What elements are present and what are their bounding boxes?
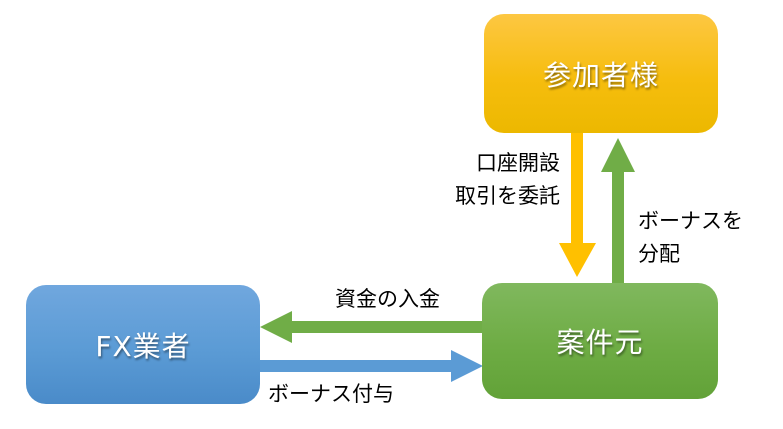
edge-label-open-account: 口座開設 取引を委託	[420, 147, 560, 213]
node-operator: 案件元	[482, 283, 718, 399]
edge-label-distribute-bonus: ボーナスを 分配	[638, 205, 743, 271]
node-fx-broker: FX業者	[26, 285, 260, 404]
node-operator-label: 案件元	[556, 326, 644, 359]
edge-label-grant-bonus: ボーナス付与	[268, 382, 394, 406]
node-fx-broker-label: FX業者	[95, 329, 191, 363]
edge-label-deposit: 資金の入金	[335, 287, 440, 311]
node-participants: 参加者様	[484, 14, 718, 133]
edge-label-line: 口座開設	[476, 151, 560, 175]
edge-label-line: 取引を委託	[455, 184, 560, 208]
edge-label-line: 分配	[638, 242, 680, 266]
arrow-distribute-bonus	[601, 138, 635, 283]
arrow-open-account	[559, 133, 596, 277]
arrow-deposit	[260, 311, 482, 343]
node-participants-label: 参加者様	[542, 58, 659, 92]
arrow-grant-bonus	[260, 350, 483, 382]
edge-label-line: ボーナスを	[638, 209, 743, 233]
